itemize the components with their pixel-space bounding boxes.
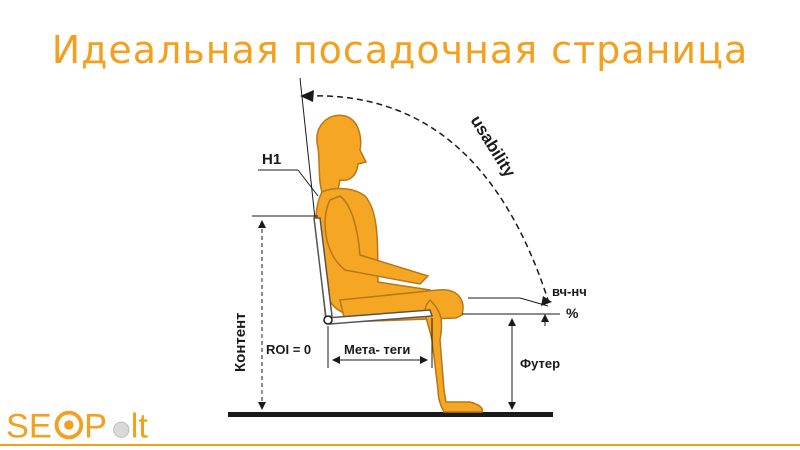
logo-text-lt: lt <box>131 407 149 445</box>
seopult-logo: SE P lt <box>6 407 149 445</box>
label-meta-tags: Мета- теги <box>344 342 410 357</box>
label-footer: Футер <box>520 356 560 371</box>
label-hf-lf: вч-нч <box>552 284 587 299</box>
slide-title: Идеальная посадочная страница <box>51 28 749 72</box>
footer-accent-line <box>0 444 800 446</box>
floor-line <box>228 412 553 417</box>
logo-text-se: SE <box>6 407 52 445</box>
usability-arc <box>306 95 549 301</box>
label-percent: % <box>566 305 579 321</box>
label-usability: usability <box>467 112 520 181</box>
label-roi: ROI = 0 <box>266 342 311 357</box>
label-h1: H1 <box>262 151 281 168</box>
logo-ball-icon <box>113 421 130 438</box>
usability-arc-head-top <box>300 90 314 102</box>
h1-pointer <box>297 169 319 197</box>
hf-pointer <box>519 297 549 307</box>
usability-arc-head-bottom <box>541 296 552 306</box>
logo-text-p: P <box>84 407 107 445</box>
label-content: Контент <box>232 313 249 372</box>
seated-figure <box>315 114 484 413</box>
chair <box>313 217 434 325</box>
logo-orbit-icon <box>54 410 84 440</box>
